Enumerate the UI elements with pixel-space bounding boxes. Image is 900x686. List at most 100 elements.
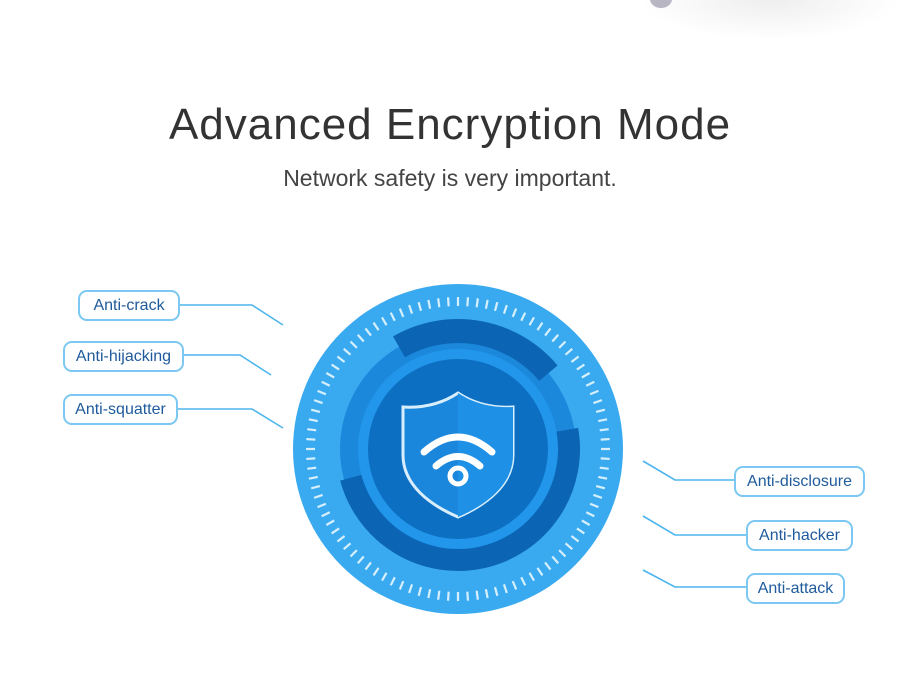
tick-mark <box>593 399 603 405</box>
tick-mark <box>321 380 331 387</box>
tick-mark <box>321 511 331 518</box>
connector-line <box>642 515 746 536</box>
tick-mark <box>313 399 323 405</box>
dark-arc <box>393 319 558 382</box>
feature-label-anti-crack: Anti-crack <box>78 290 180 321</box>
tick-mark <box>493 586 499 597</box>
feature-label-anti-disclosure: Anti-disclosure <box>734 466 865 497</box>
tick-mark <box>307 466 317 470</box>
tick-mark <box>502 584 508 594</box>
tick-mark <box>313 493 323 499</box>
tick-mark <box>544 327 552 337</box>
tick-mark <box>306 437 316 441</box>
tick-mark <box>564 542 574 551</box>
tick-mark <box>589 502 599 509</box>
tick-mark <box>576 363 585 371</box>
tick-mark <box>564 347 574 356</box>
connector-line <box>179 304 284 326</box>
tick-mark <box>599 428 609 432</box>
dark-arc <box>340 427 580 571</box>
tick-mark <box>398 580 405 590</box>
feature-label-anti-hijacking: Anti-hijacking <box>63 341 184 372</box>
tick-mark <box>307 428 317 432</box>
tick-ring <box>306 297 610 601</box>
tick-mark <box>408 304 414 314</box>
tick-mark <box>408 584 414 594</box>
tick-mark <box>437 298 441 308</box>
tick-mark <box>593 493 603 499</box>
tick-mark <box>308 418 318 423</box>
tick-mark <box>493 301 499 312</box>
tick-mark <box>484 299 489 309</box>
tick-mark <box>551 333 560 343</box>
tick-mark <box>595 408 606 414</box>
tick-mark <box>310 484 321 490</box>
tick-mark <box>599 466 609 470</box>
tick-mark <box>551 555 560 565</box>
tick-mark <box>600 437 610 441</box>
page-title: Advanced Encryption Mode <box>168 100 732 149</box>
tick-mark <box>427 589 432 599</box>
connector-lines <box>177 304 746 588</box>
tick-mark <box>317 389 327 396</box>
tick-mark <box>372 322 380 331</box>
tick-mark <box>331 527 340 535</box>
product-edge <box>650 0 672 8</box>
tick-mark <box>310 408 321 414</box>
tick-mark <box>511 580 518 590</box>
tick-mark <box>427 299 432 309</box>
connector-line <box>177 408 284 429</box>
tick-mark <box>381 316 388 326</box>
tick-mark <box>306 457 316 461</box>
tick-mark <box>446 591 450 601</box>
tick-mark <box>570 535 580 543</box>
tick-mark <box>595 484 606 490</box>
tick-mark <box>475 590 479 600</box>
tick-mark <box>417 301 423 312</box>
tick-mark <box>417 586 423 597</box>
tick-mark <box>331 363 340 371</box>
feature-label-anti-squatter: Anti-squatter <box>63 394 178 425</box>
tick-mark <box>342 347 352 356</box>
tick-mark <box>589 389 599 396</box>
tick-mark <box>585 380 595 387</box>
tick-mark <box>536 567 544 576</box>
tick-mark <box>502 304 508 314</box>
tick-mark <box>349 549 358 558</box>
tick-mark <box>570 355 580 363</box>
tick-mark <box>600 457 610 461</box>
tick-mark <box>336 355 346 363</box>
tick-mark <box>325 519 335 526</box>
tick-mark <box>484 589 489 599</box>
tick-mark <box>446 297 450 307</box>
page-subtitle: Network safety is very important. <box>283 165 617 191</box>
connector-line <box>183 354 272 376</box>
tick-mark <box>598 475 608 480</box>
tick-mark <box>342 542 352 551</box>
tick-mark <box>389 312 396 322</box>
tick-mark <box>466 297 470 307</box>
tick-mark <box>528 572 535 582</box>
tick-mark <box>558 340 567 349</box>
tick-mark <box>585 511 595 518</box>
tick-mark <box>336 535 346 543</box>
tick-mark <box>475 298 479 308</box>
tick-mark <box>349 340 358 349</box>
tick-mark <box>356 333 365 343</box>
tick-mark <box>389 576 396 586</box>
tick-mark <box>356 555 365 565</box>
tick-mark <box>536 322 544 331</box>
connector-line <box>642 460 734 481</box>
tick-mark <box>598 418 608 423</box>
feature-label-anti-attack: Anti-attack <box>746 573 845 604</box>
tick-mark <box>466 591 470 601</box>
tick-mark <box>398 308 405 318</box>
tick-mark <box>364 561 372 571</box>
tick-mark <box>581 519 591 526</box>
tick-mark <box>325 372 335 379</box>
feature-label-anti-hacker: Anti-hacker <box>746 520 853 551</box>
tick-mark <box>308 475 318 480</box>
connector-line <box>642 569 746 588</box>
tick-mark <box>437 590 441 600</box>
